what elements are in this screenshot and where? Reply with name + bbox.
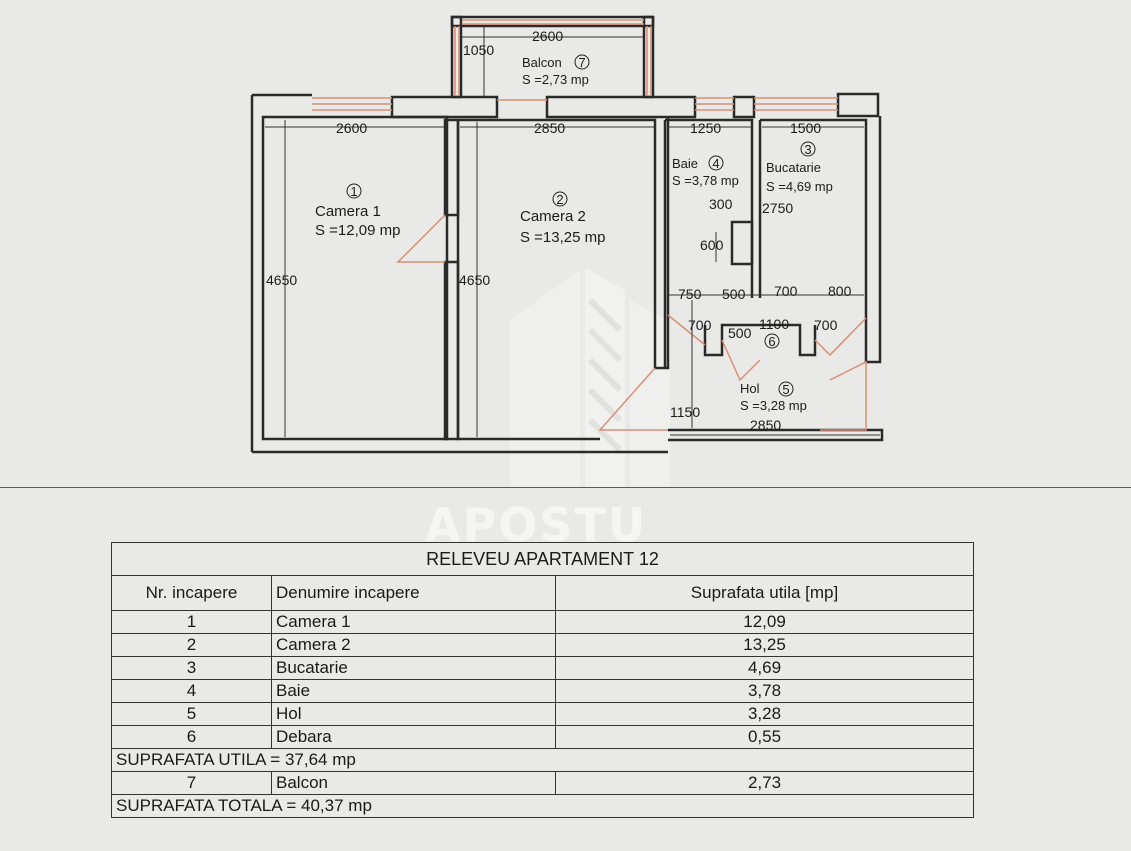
header-area: Suprafata utila [mp]: [554, 575, 975, 611]
row-nr: 3: [111, 656, 272, 680]
dim-hol-750: 750: [678, 286, 702, 302]
room-5-name: Hol: [740, 381, 760, 396]
dim-cam1-width: 2600: [336, 120, 367, 136]
row-name: Debara: [271, 725, 556, 749]
dim-baie-300: 300: [709, 196, 733, 212]
watermark-building-icon: [510, 268, 670, 487]
row-nr: 5: [111, 702, 272, 726]
dimension-texts: 2600 1050 2600 2850 1250 1500 4650 4650 …: [266, 28, 852, 433]
room-5-number: 5: [782, 382, 789, 397]
total-area: SUPRAFATA TOTALA = 40,37 mp: [110, 794, 975, 818]
room-2-number: 2: [556, 192, 563, 207]
table-row: 5 Hol 3,28: [111, 702, 975, 726]
room-4-number: 4: [712, 156, 719, 171]
walls: [250, 15, 884, 454]
row-area: 3,78: [554, 679, 975, 703]
table-title: RELEVEU APARTAMENT 12: [110, 542, 975, 576]
row-name: Balcon: [271, 771, 556, 795]
page-fold-line: [0, 487, 1131, 488]
door-swings: [396, 214, 867, 431]
room-2-name: Camera 2: [520, 208, 586, 225]
row-nr: 7: [111, 771, 272, 795]
dim-hol-1100: 1100: [759, 316, 789, 332]
dim-hol-500b: 500: [728, 325, 752, 341]
dim-hol-1150: 1150: [670, 404, 700, 420]
row-name: Camera 1: [271, 610, 556, 634]
room-1-area: S =12,09 mp: [315, 222, 400, 239]
table-row: 1 Camera 1 12,09: [111, 610, 975, 634]
room-1-name: Camera 1: [315, 203, 381, 220]
dim-baie-600: 600: [700, 237, 724, 253]
dim-hol-700c: 700: [814, 317, 838, 333]
room-labels: 1 Camera 1 S =12,09 mp 2 Camera 2 S =13,…: [315, 54, 833, 413]
floor-plan: 1 Camera 1 S =12,09 mp 2 Camera 2 S =13,…: [250, 15, 884, 487]
room-2-area: S =13,25 mp: [520, 229, 605, 246]
row-name: Baie: [271, 679, 556, 703]
row-name: Hol: [271, 702, 556, 726]
table-row: 4 Baie 3,78: [111, 679, 975, 703]
dim-cam2-depth: 4650: [459, 272, 490, 288]
table-row: 7 Balcon 2,73: [111, 771, 975, 795]
room-4-name: Baie: [672, 156, 698, 171]
table-row: 3 Bucatarie 4,69: [111, 656, 975, 680]
table-row: 6 Debara 0,55: [111, 725, 975, 749]
table-header-row: Nr. incapere Denumire incapere Suprafata…: [111, 575, 975, 611]
header-nr: Nr. incapere: [111, 575, 272, 611]
dim-buc-2750: 2750: [762, 200, 793, 216]
room-5-area: S =3,28 mp: [740, 398, 807, 413]
room-7-name: Balcon: [522, 55, 562, 70]
area-table: RELEVEU APARTAMENT 12 Nr. incapere Denum…: [110, 542, 975, 818]
row-area: 13,25: [554, 633, 975, 657]
room-3-area: S =4,69 mp: [766, 179, 833, 194]
row-nr: 2: [111, 633, 272, 657]
room-3-number: 3: [804, 142, 811, 157]
dim-balcon-width: 2600: [532, 28, 563, 44]
dim-buc-width: 1500: [790, 120, 821, 136]
room-7-area: S =2,73 mp: [522, 72, 589, 87]
row-area: 0,55: [554, 725, 975, 749]
room-6-number: 6: [768, 334, 775, 349]
room-3-name: Bucatarie: [766, 160, 821, 175]
dim-cam2-width: 2850: [534, 120, 565, 136]
dim-hol-2850: 2850: [750, 417, 781, 433]
row-nr: 4: [111, 679, 272, 703]
row-area: 4,69: [554, 656, 975, 680]
dim-cam1-depth: 4650: [266, 272, 297, 288]
row-area: 3,28: [554, 702, 975, 726]
windows: [312, 19, 838, 111]
dim-baie-width: 1250: [690, 120, 721, 136]
header-name: Denumire incapere: [271, 575, 556, 611]
room-7-number: 7: [578, 55, 585, 70]
table-row: 2 Camera 2 13,25: [111, 633, 975, 657]
row-area: 12,09: [554, 610, 975, 634]
total-usable-area: SUPRAFATA UTILA = 37,64 mp: [110, 748, 975, 772]
room-1-number: 1: [350, 184, 357, 199]
dim-hol-700b: 700: [688, 317, 712, 333]
row-nr: 6: [111, 725, 272, 749]
dimension-lines: [265, 26, 880, 437]
dim-hol-800: 800: [828, 283, 852, 299]
dim-hol-500a: 500: [722, 286, 746, 302]
row-nr: 1: [111, 610, 272, 634]
row-area: 2,73: [554, 771, 975, 795]
row-name: Camera 2: [271, 633, 556, 657]
row-name: Bucatarie: [271, 656, 556, 680]
dim-hol-700a: 700: [774, 283, 798, 299]
dim-balcon-depth: 1050: [463, 42, 494, 58]
room-4-area: S =3,78 mp: [672, 173, 739, 188]
